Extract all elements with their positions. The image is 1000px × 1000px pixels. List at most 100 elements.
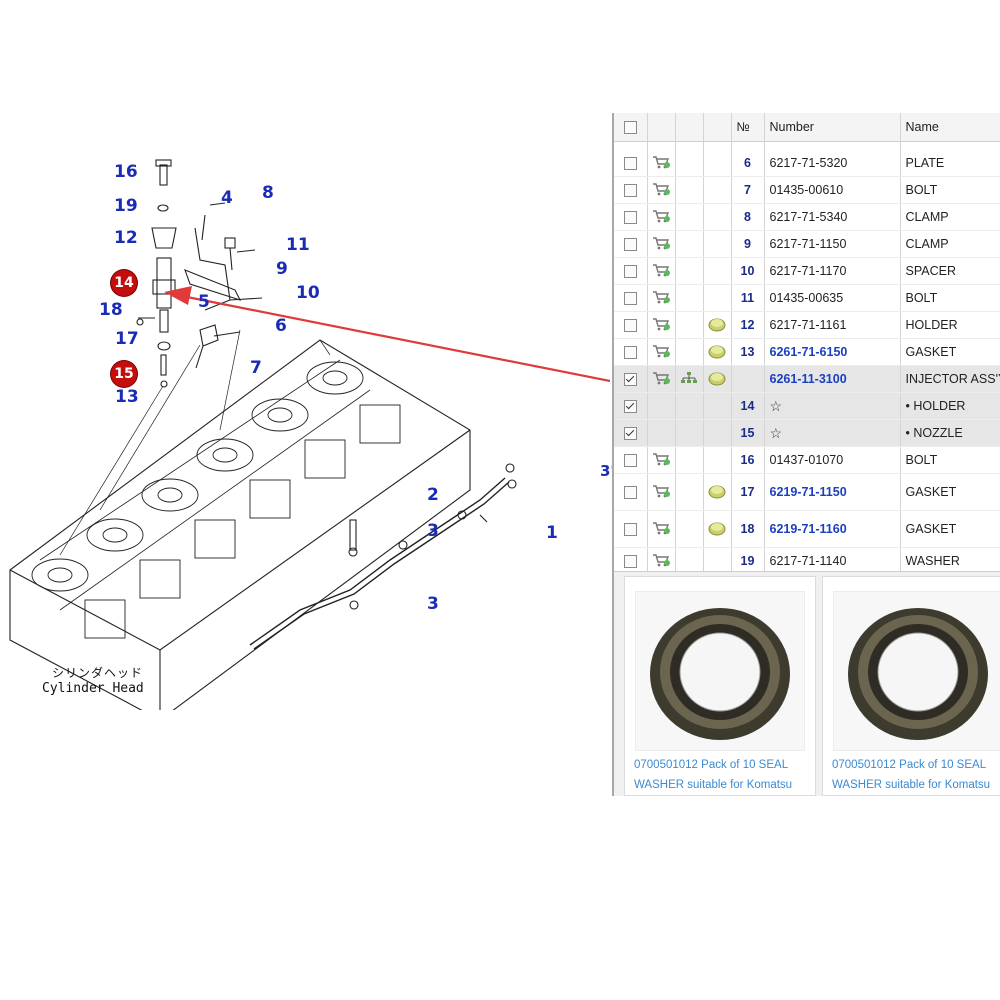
cart-cell[interactable] [647,230,676,258]
row-checkbox[interactable] [624,211,637,225]
column-header-number[interactable]: Number [764,113,901,142]
row-checkbox[interactable] [624,427,637,441]
product-card[interactable]: 0700501012 Pack of 10 SEAL WASHER suitab… [624,576,816,796]
row-select-cell[interactable] [614,510,648,548]
add-to-cart-icon[interactable] [652,452,670,469]
row-select-cell[interactable] [614,176,648,204]
part-info-icon[interactable] [707,370,727,389]
select-all-checkbox[interactable] [624,121,637,135]
add-to-cart-icon[interactable] [652,553,670,570]
add-to-cart-icon[interactable] [652,236,670,253]
row-select-cell[interactable] [614,473,648,511]
row-select-cell[interactable] [614,150,648,177]
row-checkbox[interactable] [624,486,637,500]
row-select-cell[interactable] [614,419,648,447]
add-to-cart-icon[interactable] [652,344,670,361]
add-to-cart-icon[interactable] [652,521,670,538]
table-row[interactable]: 14☆• HOLDER [614,392,1000,420]
cart-cell[interactable] [647,365,676,393]
row-select-cell[interactable] [614,203,648,231]
row-select-cell[interactable] [614,338,648,366]
row-select-cell[interactable] [614,311,648,339]
column-header-name[interactable]: Name [900,113,1000,142]
info-cell[interactable] [703,338,732,366]
tree-cell[interactable] [675,365,704,393]
row-checkbox[interactable] [624,157,637,171]
row-checkbox[interactable] [624,292,637,306]
part-number-link[interactable]: 6261-11-3100 [764,365,901,393]
add-to-cart-icon[interactable] [652,209,670,226]
row-checkbox[interactable] [624,265,637,279]
row-checkbox[interactable] [624,373,637,387]
assembly-tree-icon[interactable] [680,371,698,388]
product-image[interactable] [635,591,805,751]
cart-cell[interactable] [647,257,676,285]
row-select-cell[interactable] [614,284,648,312]
product-image[interactable] [833,591,1000,751]
row-checkbox[interactable] [624,184,637,198]
cart-cell[interactable] [647,446,676,474]
cart-column-header [647,113,676,142]
add-to-cart-icon[interactable] [652,484,670,501]
cart-cell[interactable] [647,473,676,511]
cart-cell[interactable] [647,203,676,231]
part-number-link[interactable]: 6219-71-1160 [764,510,901,548]
row-select-cell[interactable] [614,446,648,474]
product-title-link[interactable]: 0700501012 Pack of 10 SEAL WASHER suitab… [832,759,991,791]
info-cell[interactable] [703,473,732,511]
part-number-link[interactable]: 6219-71-1150 [764,473,901,511]
info-cell[interactable] [703,365,732,393]
add-to-cart-icon[interactable] [652,317,670,334]
row-select-cell[interactable] [614,257,648,285]
cart-cell[interactable] [647,150,676,177]
row-checkbox[interactable] [624,346,637,360]
part-info-icon[interactable] [707,520,727,539]
part-info-icon[interactable] [707,316,727,335]
cart-cell[interactable] [647,284,676,312]
info-cell[interactable] [703,510,732,548]
row-checkbox[interactable] [624,319,637,333]
cart-cell[interactable] [647,547,676,575]
add-to-cart-icon[interactable] [652,371,670,388]
cart-cell[interactable] [647,338,676,366]
add-to-cart-icon[interactable] [652,263,670,280]
part-info-icon[interactable] [707,343,727,362]
row-select-cell[interactable] [614,392,648,420]
column-header-no[interactable]: № [731,113,765,142]
row-select-cell[interactable] [614,547,648,575]
info-cell[interactable] [703,311,732,339]
add-to-cart-icon[interactable] [652,290,670,307]
row-checkbox[interactable] [624,238,637,252]
row-checkbox[interactable] [624,555,637,569]
row-select-cell[interactable] [614,230,648,258]
row-checkbox[interactable] [624,400,637,414]
add-to-cart-icon[interactable] [652,155,670,172]
part-number: 6217-71-1161 [764,311,901,339]
row-checkbox[interactable] [624,523,637,537]
row-select-cell[interactable] [614,365,648,393]
product-title-link[interactable]: 0700501012 Pack of 10 SEAL WASHER suitab… [634,759,793,791]
part-info-icon[interactable] [707,483,727,502]
row-checkbox[interactable] [624,454,637,468]
select-all-header[interactable] [614,113,648,142]
cart-cell[interactable] [647,510,676,548]
cart-cell[interactable] [647,176,676,204]
product-card[interactable]: 0700501012 Pack of 10 SEAL WASHER suitab… [822,576,1000,796]
part-number-link[interactable]: 6261-71-6150 [764,338,901,366]
table-row[interactable]: 15☆• NOZZLE [614,419,1000,447]
cart-cell[interactable] [647,311,676,339]
add-to-cart-icon[interactable] [652,182,670,199]
